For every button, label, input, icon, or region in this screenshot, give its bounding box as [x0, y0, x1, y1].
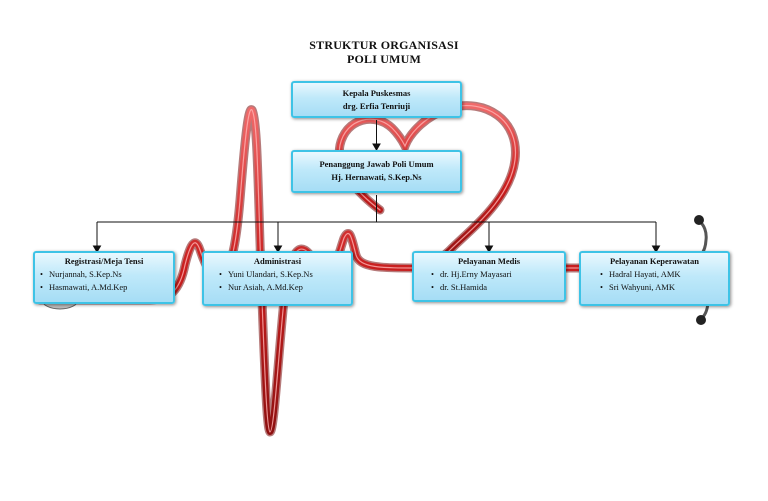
member-list: Yuni Ulandari, S.Kep.Ns Nur Asiah, A.Md.… — [204, 268, 351, 294]
penanggung-name: Hj. Hernawati, S.Kep.Ns — [331, 172, 422, 182]
member-item: dr. St.Hamida — [431, 281, 564, 294]
heart-shape — [334, 101, 520, 273]
stethoscope-earpieces — [694, 215, 706, 325]
unit-pelayanan-keperawatan-box: Pelayanan Keperawatan Hadral Hayati, AMK… — [579, 251, 730, 306]
member-item: Hadral Hayati, AMK — [600, 268, 728, 281]
penanggung-jawab-box: Penanggung Jawab Poli Umum Hj. Hernawati… — [291, 150, 462, 193]
member-item: Sri Wahyuni, AMK — [600, 281, 728, 294]
heartbeat-line — [35, 105, 665, 437]
member-list: Hadral Hayati, AMK Sri Wahyuni, AMK — [581, 268, 728, 294]
member-item: dr. Hj.Erny Mayasari — [431, 268, 564, 281]
kepala-puskesmas-box: Kepala Puskesmas drg. Erfia Tenriuji — [291, 81, 462, 118]
connector-lines — [92, 120, 661, 253]
member-list: dr. Hj.Erny Mayasari dr. St.Hamida — [414, 268, 564, 294]
unit-title: Pelayanan Medis — [457, 256, 521, 266]
unit-pelayanan-medis-box: Pelayanan Medis dr. Hj.Erny Mayasari dr.… — [412, 251, 566, 302]
unit-title: Registrasi/Meja Tensi — [64, 256, 144, 266]
penanggung-role: Penanggung Jawab Poli Umum — [319, 159, 434, 169]
member-item: Nurjannah, S.Kep.Ns — [40, 268, 173, 281]
chart-title-line2: POLI UMUM — [346, 52, 422, 66]
unit-title: Administrasi — [253, 256, 302, 266]
kepala-role: Kepala Puskesmas — [342, 88, 411, 98]
member-item: Hasmawati, A.Md.Kep — [40, 281, 173, 294]
unit-registrasi-box: Registrasi/Meja Tensi Nurjannah, S.Kep.N… — [33, 251, 175, 304]
member-list: Nurjannah, S.Kep.Ns Hasmawati, A.Md.Kep — [35, 268, 173, 294]
kepala-name: drg. Erfia Tenriuji — [342, 101, 411, 111]
chart-title-line1: STRUKTUR ORGANISASI — [309, 38, 459, 52]
member-item: Yuni Ulandari, S.Kep.Ns — [219, 268, 351, 281]
member-item: Nur Asiah, A.Md.Kep — [219, 281, 351, 294]
unit-administrasi-box: Administrasi Yuni Ulandari, S.Kep.Ns Nur… — [202, 251, 353, 306]
unit-title: Pelayanan Keperawatan — [609, 256, 699, 266]
